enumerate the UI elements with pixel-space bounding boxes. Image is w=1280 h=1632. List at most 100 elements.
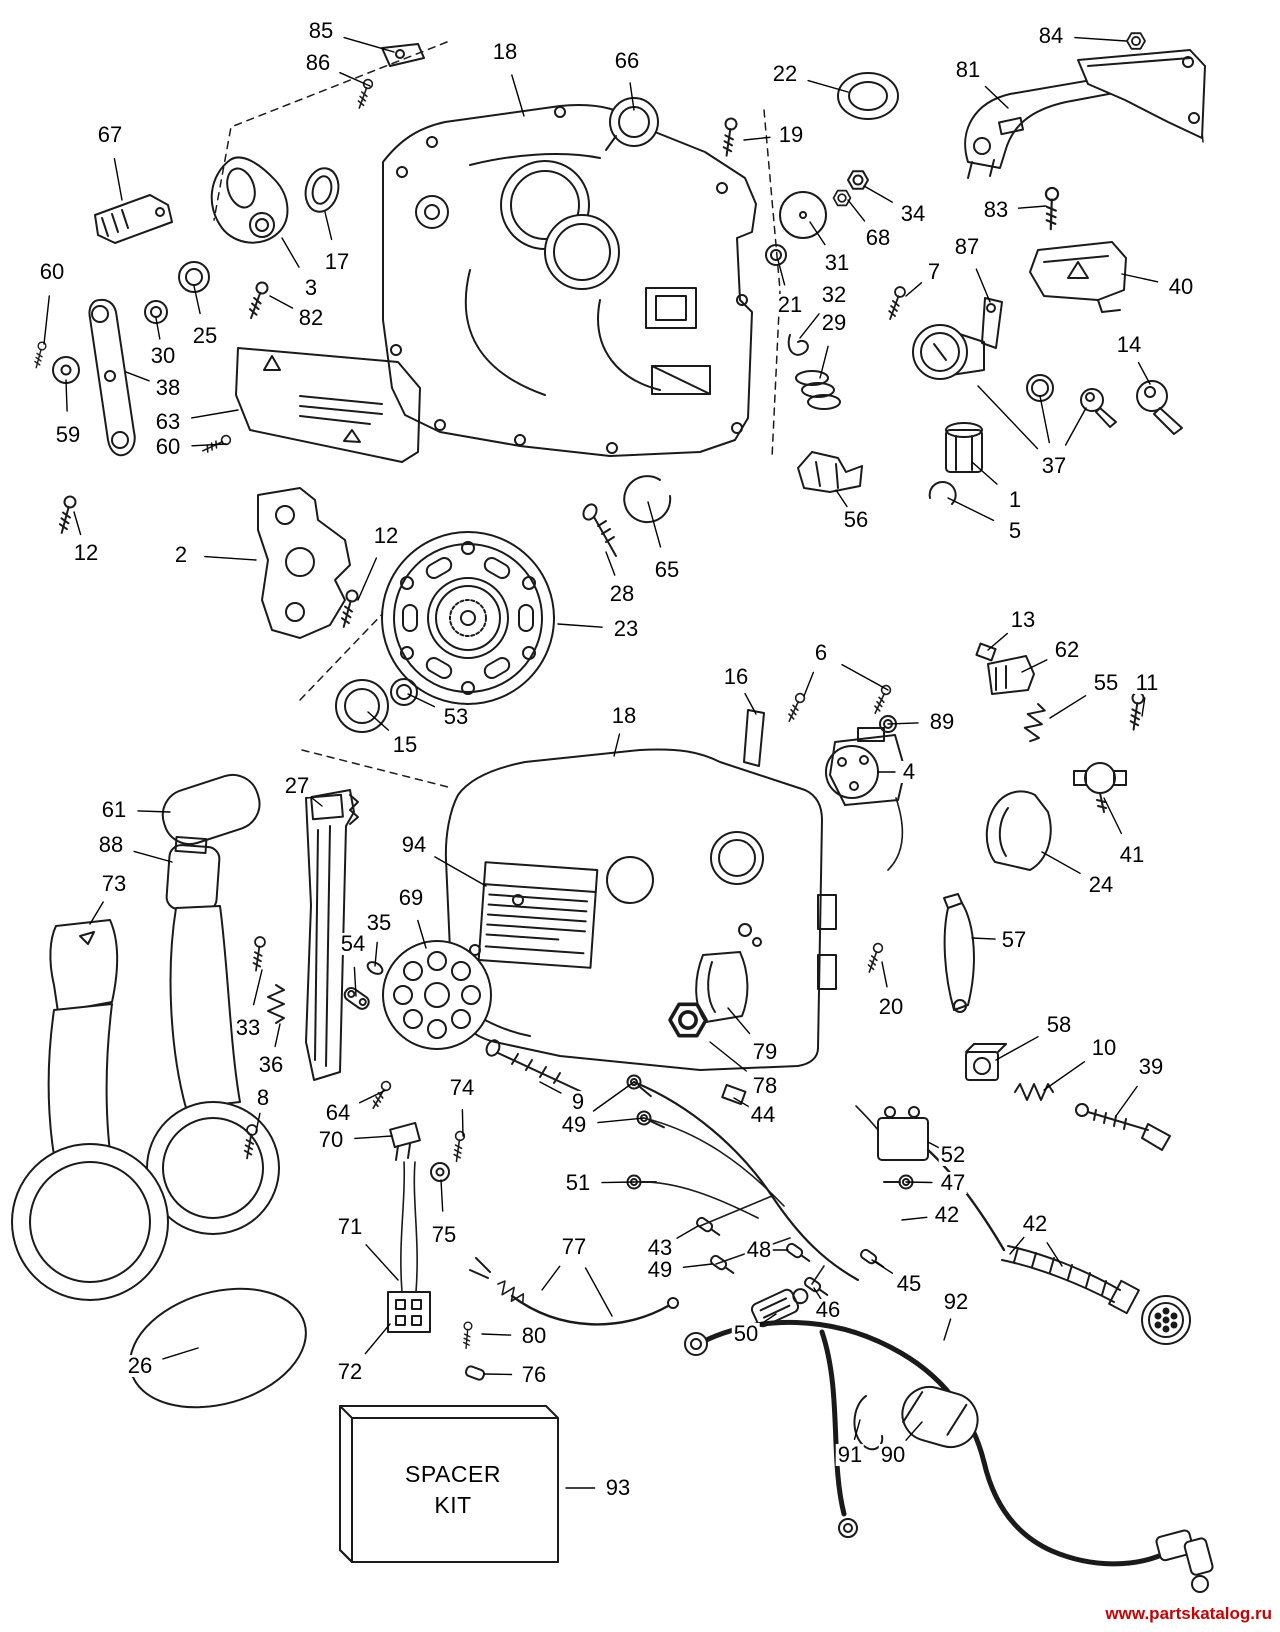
- part-number-label: 2: [172, 542, 190, 567]
- part-number-label: 63: [153, 409, 183, 434]
- part-number-label: 6: [812, 640, 830, 665]
- part-number-label: 12: [71, 540, 101, 565]
- part-number-label: 27: [282, 773, 312, 798]
- part-number-label: 92: [941, 1289, 971, 1314]
- part-number-label: 83: [981, 197, 1011, 222]
- part-number-label: 66: [612, 48, 642, 73]
- part-number-label: 59: [53, 422, 83, 447]
- part-number-label: 89: [927, 709, 957, 734]
- part-number-label: 33: [233, 1015, 263, 1040]
- part-number-label: 60: [37, 259, 67, 284]
- part-number-label: 73: [99, 871, 129, 896]
- control-handles-drawing: [11, 773, 583, 1409]
- part-number-label: 52: [938, 1142, 968, 1167]
- part-number-label: 75: [429, 1222, 459, 1247]
- part-number-label: 74: [447, 1075, 477, 1100]
- part-number-label: 65: [652, 557, 682, 582]
- part-number-label: 24: [1086, 872, 1116, 897]
- part-number-label: 86: [303, 50, 333, 75]
- stop-switch-drawing: [387, 1121, 486, 1381]
- part-number-label: 87: [952, 234, 982, 259]
- part-number-label: 4: [900, 759, 918, 784]
- part-number-label: 54: [338, 931, 368, 956]
- part-number-label: 76: [519, 1362, 549, 1387]
- part-number-label: 25: [190, 323, 220, 348]
- spacer-kit-line2: KIT: [434, 1492, 472, 1518]
- top-right-parts-drawing: [720, 32, 1206, 505]
- part-number-label: 44: [748, 1102, 778, 1127]
- part-number-label: 26: [125, 1353, 155, 1378]
- part-number-label: 80: [519, 1323, 549, 1348]
- part-number-label: 35: [364, 910, 394, 935]
- part-number-label: 14: [1114, 332, 1144, 357]
- part-number-label: 82: [296, 305, 326, 330]
- part-number-label: 18: [490, 39, 520, 64]
- part-number-label: 43: [645, 1235, 675, 1260]
- part-number-label: 93: [603, 1475, 633, 1500]
- part-number-label: 64: [323, 1100, 353, 1125]
- watermark-link[interactable]: www.partskatalog.ru: [1105, 1604, 1272, 1623]
- battery-cables-drawing: [684, 1319, 1214, 1593]
- part-number-label: 45: [894, 1271, 924, 1296]
- part-number-label: 23: [611, 616, 641, 641]
- part-number-label: 12: [371, 523, 401, 548]
- part-number-label: 11: [1133, 670, 1161, 695]
- part-number-label: 71: [335, 1214, 365, 1239]
- part-number-label: 36: [256, 1052, 286, 1077]
- part-number-label: 55: [1091, 670, 1121, 695]
- part-number-label: 58: [1044, 1012, 1074, 1037]
- part-number-label: 9: [569, 1089, 587, 1114]
- part-number-label: 22: [770, 61, 800, 86]
- part-number-label: 90: [878, 1442, 908, 1467]
- part-number-label: 62: [1052, 637, 1082, 662]
- part-number-label: 47: [938, 1170, 968, 1195]
- part-number-label: 34: [898, 201, 928, 226]
- part-number-label: 42: [1020, 1211, 1050, 1236]
- drum-and-grommets-drawing: [335, 97, 672, 733]
- part-number-label: 94: [399, 832, 429, 857]
- part-number-label: 21: [775, 292, 805, 317]
- leader-lines: [43, 36, 1159, 1489]
- part-number-label: 60: [153, 434, 183, 459]
- part-number-label: 68: [863, 225, 893, 250]
- part-number-label: 91: [835, 1442, 865, 1467]
- part-number-label: 56: [841, 507, 871, 532]
- part-number-label: 1: [1006, 487, 1024, 512]
- part-number-label: 40: [1166, 274, 1196, 299]
- part-number-label: 8: [254, 1085, 272, 1110]
- lower-housing-drawing: [444, 748, 885, 1071]
- part-number-label: 16: [721, 664, 751, 689]
- part-number-label: 32: [819, 282, 849, 307]
- part-number-label: 17: [322, 249, 352, 274]
- part-number-label: 10: [1089, 1035, 1119, 1060]
- spacer-kit-label: SPACER KIT: [405, 1459, 501, 1521]
- part-number-label: 7: [925, 259, 943, 284]
- part-number-label: 30: [148, 343, 178, 368]
- part-number-label: 48: [744, 1237, 774, 1262]
- part-number-label: 77: [559, 1234, 589, 1259]
- top-left-parts-drawing: [31, 43, 425, 639]
- part-number-label: 37: [1039, 453, 1069, 478]
- part-number-label: 67: [95, 122, 125, 147]
- part-number-label: 81: [953, 57, 983, 82]
- spacer-kit-box-drawing: [339, 1405, 559, 1563]
- part-number-label: 51: [563, 1170, 593, 1195]
- part-number-label: 84: [1036, 23, 1066, 48]
- part-number-label: 28: [607, 581, 637, 606]
- part-number-label: 31: [822, 250, 852, 275]
- part-number-label: 15: [390, 732, 420, 757]
- part-number-label: 3: [302, 275, 320, 300]
- part-number-label: 29: [819, 310, 849, 335]
- part-number-label: 42: [932, 1202, 962, 1227]
- part-number-label: 49: [645, 1257, 675, 1282]
- part-number-label: 69: [396, 885, 426, 910]
- part-number-label: 72: [335, 1359, 365, 1384]
- throttle-cable-drawing: [469, 1257, 679, 1326]
- part-number-label: 53: [441, 704, 471, 729]
- wiring-harness-drawing: [623, 1071, 1191, 1345]
- part-number-label: 18: [609, 703, 639, 728]
- part-number-label: 46: [813, 1297, 843, 1322]
- part-number-label: 19: [776, 122, 806, 147]
